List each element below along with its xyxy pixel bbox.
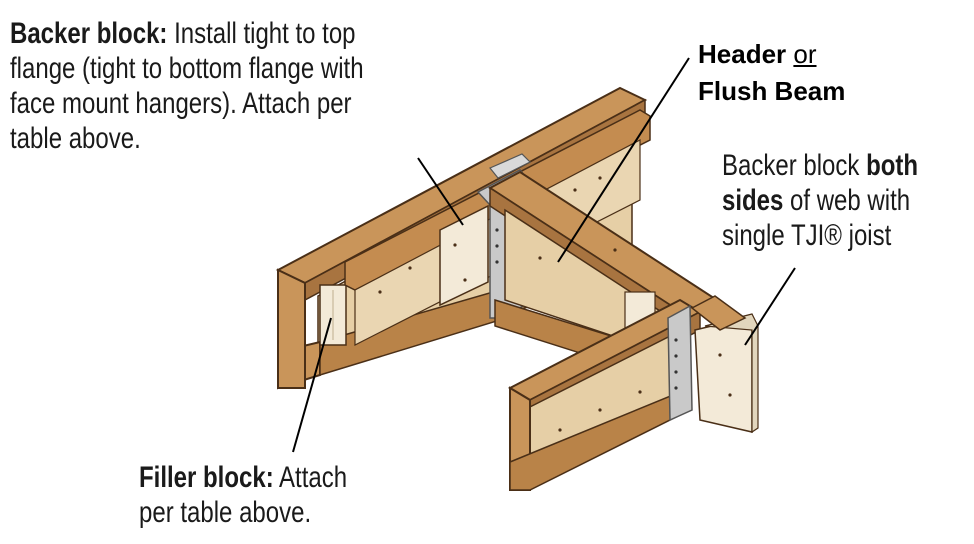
backer-block-top-line3: face mount hangers). Attach per [10,87,352,120]
face-mount-hanger [667,304,693,422]
backer-block-side-sides: sides [722,184,784,217]
backer-block-right [694,317,753,433]
filler-block-label: Filler block: Attach per table above. [139,460,347,530]
backer-block-top-line1: Backer block: Install tight to top [10,16,364,51]
carried-joist-bottom [509,386,691,491]
backer-block-top-line4: table above. [10,122,141,155]
backer-block-top-bold: Backer block: [10,17,168,50]
backer-block-side-line3: single TJI® joist [722,219,892,252]
leader-header [557,57,690,263]
backer-block-side-line1: Backer block [722,149,867,182]
backer-block-side-both: both [866,149,919,182]
leader-backer-block-top [417,157,464,226]
leader-filler-block [292,317,332,453]
header-flush-beam-label: Header or Flush Beam [698,36,845,110]
flush-beam-label-word: Flush Beam [698,76,846,106]
backer-block-top-line1-rest: Install tight to top [167,17,356,50]
header-label-word: Header [698,39,787,69]
filler-block-bold: Filler block: [139,461,274,494]
backer-block-top-line2: flange (tight to bottom flange with [10,52,364,85]
right-joist-end-stub [690,295,747,331]
header-label-or: or [793,39,817,69]
backer-block-side-label: Backer block both sides of web with sing… [722,148,918,253]
backer-block-top-label: Backer block: Install tight to top flang… [10,16,364,156]
leader-backer-block-side [744,267,796,346]
filler-block-line2: per table above. [139,496,312,529]
backer-block-header [439,204,489,307]
backer-block-side-line2-rest: of web with [783,184,911,217]
filler-block-line1-rest: Attach [273,461,348,494]
header-left-end [277,268,306,389]
